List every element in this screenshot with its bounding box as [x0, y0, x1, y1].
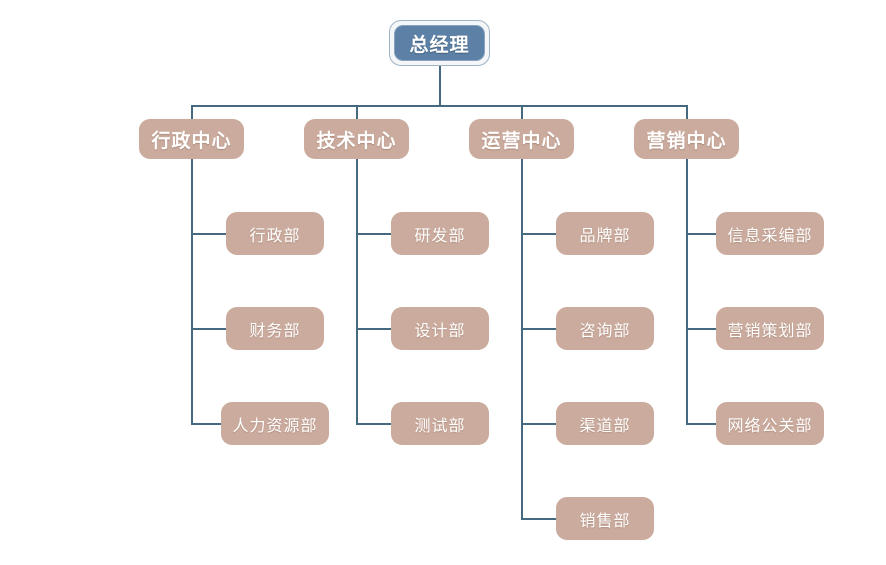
node-dept-administration-office[interactable]: 行政部 — [226, 212, 324, 255]
connector-spine-division-1 — [191, 159, 193, 425]
node-dept-finance[interactable]: 财务部 — [226, 307, 324, 350]
node-general-manager-inner: 总经理 — [394, 25, 485, 61]
node-division-operations[interactable]: 运营中心 — [469, 119, 574, 159]
connector-stub-1-3 — [191, 423, 226, 425]
node-dept-sales-label: 销售部 — [579, 510, 631, 530]
node-dept-sales[interactable]: 销售部 — [556, 497, 654, 540]
connector-stub-2-1 — [356, 233, 391, 235]
connector-stub-1-2 — [191, 328, 226, 330]
node-general-manager[interactable]: 总经理 — [389, 20, 490, 66]
node-dept-marketing-planning[interactable]: 营销策划部 — [716, 307, 824, 350]
connector-spine-division-2 — [356, 159, 358, 425]
node-division-operations-label: 运营中心 — [481, 129, 562, 152]
node-division-technology[interactable]: 技术中心 — [304, 119, 409, 159]
node-dept-testing[interactable]: 测试部 — [391, 402, 489, 445]
connector-drop-division-4 — [686, 105, 688, 119]
node-dept-online-public-relations[interactable]: 网络公关部 — [716, 402, 824, 445]
node-dept-online-public-relations-label: 网络公关部 — [727, 415, 813, 435]
connector-root-trunk — [439, 66, 441, 106]
node-dept-testing-label: 测试部 — [414, 415, 466, 435]
connector-spine-division-3 — [521, 159, 523, 519]
node-division-administration-label: 行政中心 — [151, 129, 232, 152]
connector-drop-division-2 — [356, 105, 358, 119]
node-dept-marketing-planning-label: 营销策划部 — [727, 320, 813, 340]
node-dept-human-resources-label: 人力资源部 — [232, 415, 318, 435]
node-division-administration[interactable]: 行政中心 — [139, 119, 244, 159]
node-dept-human-resources[interactable]: 人力资源部 — [221, 402, 329, 445]
connector-division-bus — [191, 105, 687, 107]
connector-stub-3-4 — [521, 518, 556, 520]
node-general-manager-label: 总经理 — [409, 33, 470, 56]
connector-stub-4-1 — [686, 233, 721, 235]
connector-spine-division-4 — [686, 159, 688, 425]
node-dept-brand[interactable]: 品牌部 — [556, 212, 654, 255]
node-division-marketing[interactable]: 营销中心 — [634, 119, 739, 159]
node-dept-brand-label: 品牌部 — [579, 225, 631, 245]
connector-stub-4-3 — [686, 423, 721, 425]
node-division-marketing-label: 营销中心 — [646, 129, 727, 152]
node-dept-consulting-label: 咨询部 — [579, 320, 631, 340]
connector-stub-2-2 — [356, 328, 391, 330]
connector-stub-4-2 — [686, 328, 721, 330]
node-dept-research-development[interactable]: 研发部 — [391, 212, 489, 255]
node-dept-design[interactable]: 设计部 — [391, 307, 489, 350]
node-division-technology-label: 技术中心 — [316, 129, 397, 152]
node-dept-channel[interactable]: 渠道部 — [556, 402, 654, 445]
node-dept-information-editorial[interactable]: 信息采编部 — [716, 212, 824, 255]
connector-drop-division-1 — [191, 105, 193, 119]
node-dept-design-label: 设计部 — [414, 320, 466, 340]
node-dept-administration-office-label: 行政部 — [249, 225, 301, 245]
node-dept-consulting[interactable]: 咨询部 — [556, 307, 654, 350]
node-dept-channel-label: 渠道部 — [579, 415, 631, 435]
connector-stub-1-1 — [191, 233, 226, 235]
node-dept-finance-label: 财务部 — [249, 320, 301, 340]
node-dept-information-editorial-label: 信息采编部 — [727, 225, 813, 245]
connector-stub-3-2 — [521, 328, 556, 330]
node-dept-research-development-label: 研发部 — [414, 225, 466, 245]
connector-stub-3-3 — [521, 423, 556, 425]
connector-drop-division-3 — [521, 105, 523, 119]
connector-stub-3-1 — [521, 233, 556, 235]
connector-stub-2-3 — [356, 423, 391, 425]
